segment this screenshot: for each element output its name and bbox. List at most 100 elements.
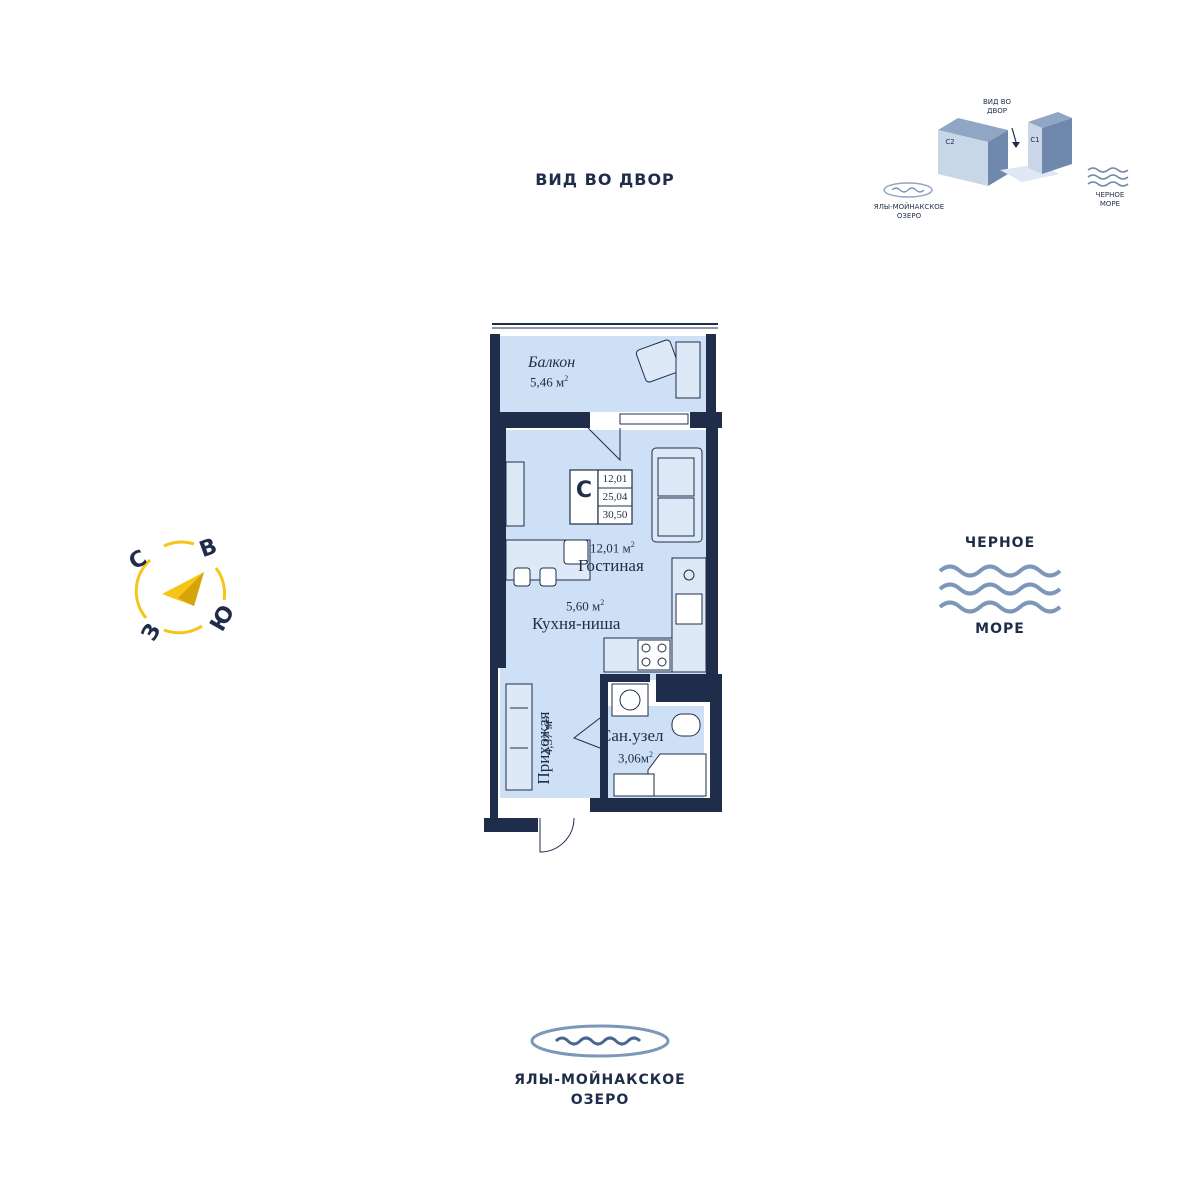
building-c1-roof — [1028, 112, 1072, 128]
shower — [647, 753, 707, 797]
room-bath-area-sup: 2 — [648, 750, 653, 759]
area-living-value: 12,01 — [602, 473, 628, 485]
compass-arc-east — [214, 567, 226, 601]
room-kitchen-area-value: 5,60 м — [566, 598, 601, 614]
mini-sea-wave-2 — [1087, 174, 1129, 180]
lake-indicator: ЯЛЫ-МОЙНАКСКОЕ ОЗЕРО — [490, 1022, 710, 1118]
kitchen-sink — [675, 593, 703, 625]
room-balcony-name: Балкон — [528, 354, 576, 371]
wall-balcony-right — [690, 412, 722, 428]
balcony-table — [675, 341, 701, 399]
hall-wardrobe — [505, 683, 533, 791]
cooktop — [637, 639, 671, 671]
wall-bottom-left — [484, 818, 538, 832]
entrance-door-swing — [539, 817, 575, 853]
compass-graphic — [134, 540, 226, 635]
mini-sea-line1: ЧЕРНОЕ — [1095, 191, 1125, 199]
balcony-window — [619, 413, 689, 425]
room-living-area-value: 12,01 м — [590, 540, 631, 556]
wall-shelf — [505, 461, 525, 527]
apartment-type-box — [569, 469, 599, 525]
desk-chair-2 — [539, 567, 557, 587]
burner-1 — [641, 643, 651, 653]
mini-sea-line2: МОРЕ — [1099, 200, 1121, 208]
building-c2-side — [988, 130, 1008, 186]
mini-lake-line1: ЯЛЫ-МОЙНАКСКОЕ — [873, 203, 945, 211]
mini-view-line2: ДВОР — [986, 107, 1007, 115]
wall-right-lower — [710, 674, 722, 810]
sofa — [651, 447, 703, 543]
view-arrow-head — [1012, 142, 1020, 148]
lake-wave — [554, 1036, 642, 1046]
mini-lake-line2: ОЗЕРО — [896, 212, 922, 220]
desk-chair-1 — [513, 567, 531, 587]
floor-plan-graphic — [484, 323, 722, 853]
room-kitchen-area: 5,60 м2 — [566, 598, 604, 614]
lake-ellipse — [530, 1024, 670, 1058]
bath-wall-top-left — [600, 674, 650, 682]
mini-sea-label: ЧЕРНОЕ МОРЕ — [1080, 191, 1140, 209]
room-balcony-area: 5,46 м2 — [530, 374, 568, 390]
room-bath-area: 3,06м2 — [618, 750, 653, 766]
sea-wave-3 — [938, 600, 1062, 614]
wall-bottom-right — [590, 798, 722, 812]
room-bath-area-value: 3,06м — [618, 750, 649, 766]
apartment-type-letter: С — [575, 478, 593, 503]
balcony-armchair — [635, 339, 681, 383]
sea-label-line2: МОРЕ — [975, 621, 1025, 637]
building-c2-roof — [938, 118, 1008, 142]
building-c1-front — [1028, 122, 1042, 174]
armchair — [563, 539, 589, 565]
balcony-wall-right — [706, 334, 716, 414]
area-balcony-value: 30,50 — [602, 509, 628, 521]
room-kitchen-name: Кухня-ниша — [532, 614, 621, 633]
mini-lake-wave — [891, 187, 925, 193]
compass: С В Ю З — [120, 530, 240, 650]
room-living-name: Гостиная — [578, 556, 644, 575]
toilet — [671, 713, 701, 737]
mini-sea-wave-3 — [1087, 181, 1129, 187]
washing-machine-drum — [619, 689, 641, 711]
lake-icon — [530, 1024, 670, 1058]
room-balcony-area-sup: 2 — [564, 374, 569, 383]
balcony-wall-left — [490, 334, 500, 414]
room-bath-name: Сан.узел — [600, 726, 664, 745]
view-arrow — [1011, 127, 1017, 143]
washing-machine — [611, 683, 649, 717]
sea-waves-icon — [938, 564, 1062, 614]
wall-left — [490, 428, 506, 668]
bath-wall-top-right — [656, 674, 722, 702]
compass-arc-west — [134, 558, 152, 619]
apartment-areas-box — [597, 469, 633, 525]
mini-view-label: ВИД ВО ДВОР — [972, 98, 1022, 116]
burner-2 — [657, 643, 667, 653]
room-kitchen-area-sup: 2 — [600, 598, 605, 607]
room-living-area: 12,01 м2 — [590, 540, 635, 556]
room-living-area-sup: 2 — [630, 540, 635, 549]
sea-wave-2 — [938, 582, 1062, 596]
room-balcony-area-value: 5,46 м — [530, 374, 565, 390]
mini-site-map-graphic — [883, 112, 1129, 198]
lake-label-line1: ЯЛЫ-МОЙНАКСКОЕ — [514, 1072, 686, 1088]
mini-sea-wave-1 — [1087, 167, 1129, 173]
sofa-cushion-2 — [657, 497, 695, 537]
mini-view-line1: ВИД ВО — [982, 98, 1012, 106]
mini-site-map: ВИД ВО ДВОР С2 С1 ЯЛЫ-МОЙНАКСКОЕ ОЗЕРО Ч… — [860, 90, 1160, 230]
balcony-door-swing — [587, 427, 621, 462]
bath-sink — [613, 773, 655, 797]
room-hall-area: 4,37 м2 — [540, 696, 556, 776]
sea-indicator: ЧЕРНОЕ МОРЕ — [930, 535, 1070, 645]
burner-4 — [657, 657, 667, 667]
wall-left-lower — [490, 668, 498, 818]
wall-right-upper — [706, 428, 718, 674]
building-c2-front — [938, 130, 988, 186]
lake-label-line2: ОЗЕРО — [570, 1092, 630, 1108]
room-hall-area-value: 4,37 м — [540, 721, 556, 756]
mini-c1-label: С1 — [1030, 136, 1040, 144]
bath-door-swing — [572, 717, 601, 749]
mini-lake-label: ЯЛЫ-МОЙНАКСКОЕ ОЗЕРО — [864, 203, 954, 221]
sofa-cushion-1 — [657, 457, 695, 497]
sea-wave-1 — [938, 564, 1062, 578]
fridge-icon — [683, 569, 695, 581]
burner-3 — [641, 657, 651, 667]
